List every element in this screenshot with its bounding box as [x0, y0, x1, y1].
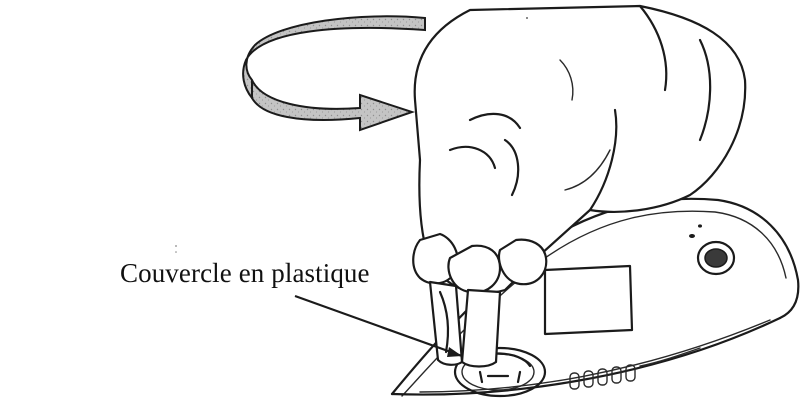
rotate-clockwise-arrow-icon [243, 16, 425, 130]
vent-slots [570, 348, 700, 389]
plastic-cover-label: Couvercle en plastique [120, 258, 370, 289]
hand [413, 6, 745, 367]
